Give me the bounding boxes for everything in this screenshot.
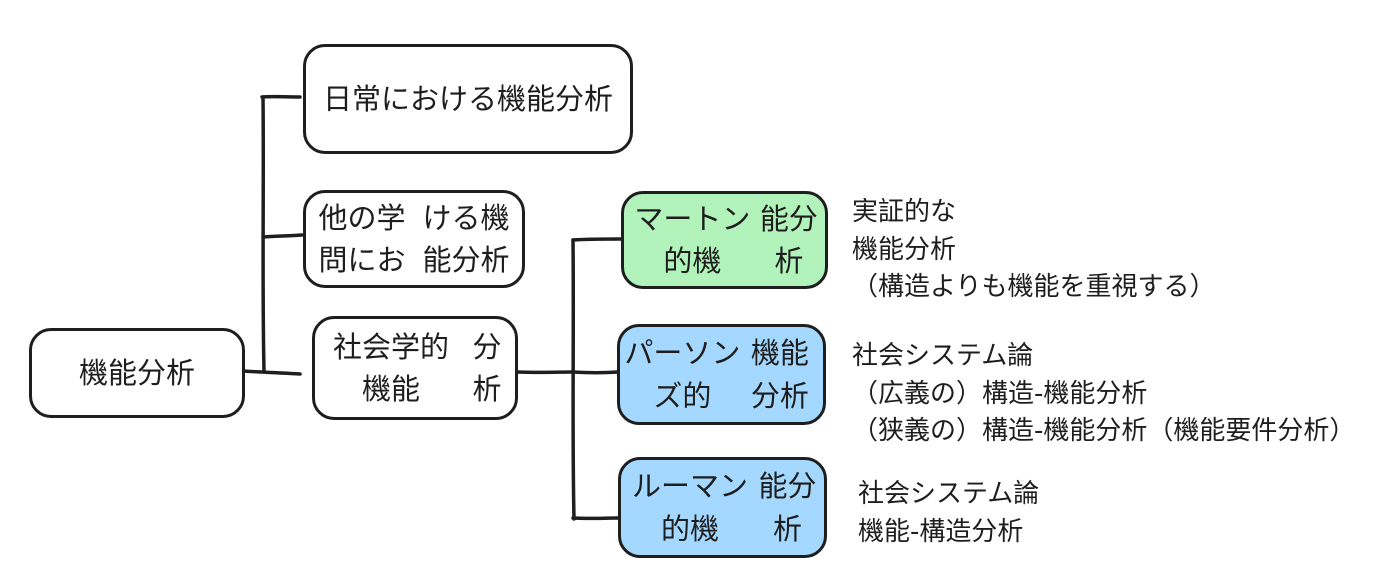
node-merton-functional-analysis: マートン的機 能分析 <box>621 191 828 289</box>
connector-parsons <box>570 370 620 375</box>
connector-level1-vertical <box>261 95 266 373</box>
note-luhmann: 社会システム論 機能-構造分析 <box>858 476 1039 551</box>
connector-level2-vertical <box>571 238 576 521</box>
connector-other <box>261 233 304 239</box>
node-root-line-1: 機能分析 <box>78 355 195 390</box>
connector-merton <box>571 237 623 242</box>
note-luhmann-line-1: 社会システム論 <box>858 479 1040 509</box>
node-sociological-line-2: 分析 <box>472 329 502 406</box>
note-merton-line-1: 実証的な <box>852 197 957 227</box>
node-parsons-line-2: 機能分析 <box>750 336 809 413</box>
node-other-disciplines-functional-analysis: 他の学問にお ける機能分析 <box>303 190 525 288</box>
note-luhmann-line-2: 機能-構造分析 <box>858 516 1024 547</box>
node-other-line-2: ける機能分析 <box>422 200 510 277</box>
note-merton-line-2: 機能分析 <box>852 234 957 265</box>
note-parsons-line-1: 社会システム論 <box>852 341 1034 371</box>
note-parsons-line-3: （狭義の）構造-機能分析（機能要件分析） <box>852 416 1356 447</box>
node-parsons-functional-analysis: パーソンズ的 機能分析 <box>617 324 826 425</box>
node-other-line-1: 他の学問にお <box>318 200 406 277</box>
node-parsons-line-1: パーソンズ的 <box>624 336 741 413</box>
node-luhmann-line-1: ルーマン的機 <box>631 469 748 546</box>
node-sociological-line-1: 社会学的機能 <box>332 329 449 406</box>
note-parsons: 社会システム論 （広義の）構造-機能分析 （狭義の）構造-機能分析（機能要件分析… <box>852 338 1355 451</box>
connector-root-bracket <box>241 369 302 376</box>
node-luhmann-line-2: 能分析 <box>758 469 817 546</box>
node-merton-line-2: 能分析 <box>759 201 818 278</box>
note-parsons-line-2: （広義の）構造-機能分析 <box>852 378 1148 409</box>
node-luhmann-functional-analysis: ルーマン的機 能分析 <box>618 457 827 558</box>
node-functional-analysis: 機能分析 <box>29 328 245 418</box>
node-daily-functional-analysis: 日常における機能分析 <box>303 44 633 154</box>
note-merton: 実証的な 機能分析 （構造よりも機能を重視する） <box>852 194 1215 307</box>
note-merton-line-3: （構造よりも機能を重視する） <box>852 272 1216 303</box>
node-sociological-functional-analysis: 社会学的機能 分析 <box>312 316 518 420</box>
node-merton-line-1: マートン的機 <box>634 201 751 278</box>
node-daily-line-1: 日常における機能分析 <box>322 81 613 116</box>
